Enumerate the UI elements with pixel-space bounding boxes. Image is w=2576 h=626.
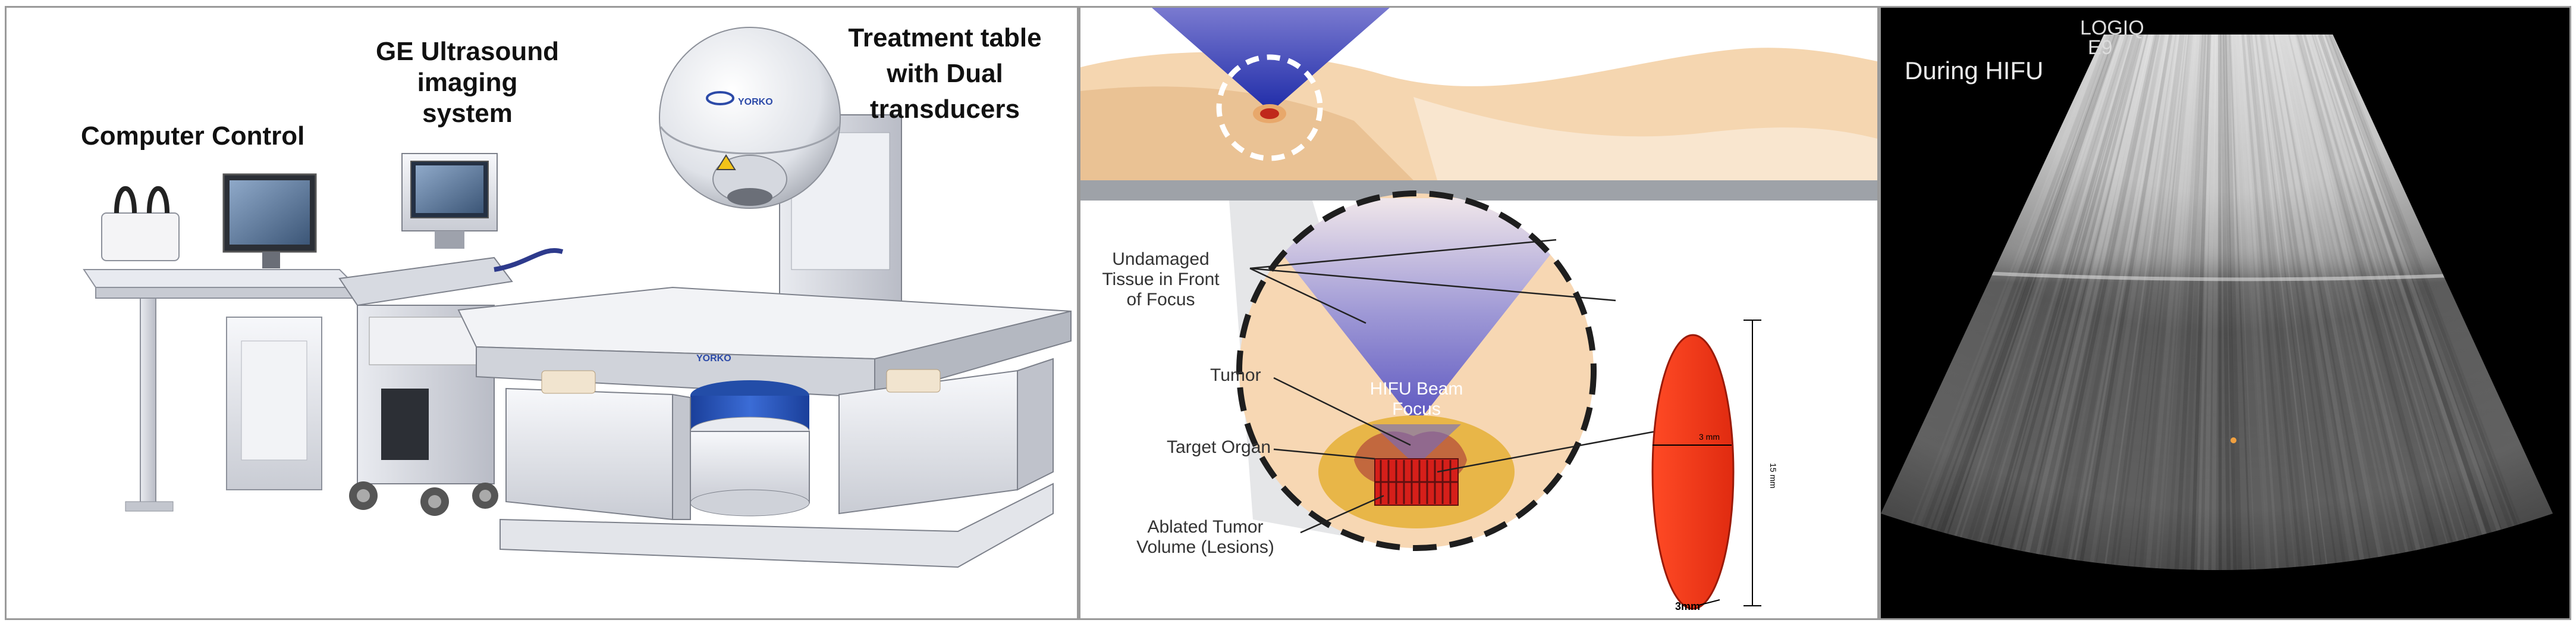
logiq-logo-line2: E9 [2088,36,2113,59]
label-tumor: Tumor [1210,365,1261,385]
ge-ultrasound-label-line2: imaging [417,68,518,97]
hifu-beam-diagram-panel: Undamaged Tissue in Front of Focus Tumor… [1079,6,1879,620]
ultrasound-cart [338,153,564,516]
during-hifu-caption: During HIFU [1905,57,2043,84]
ge-ultrasound-label-line3: system [422,99,513,128]
label-15mm-height: 15 mm [1768,463,1778,489]
treatment-table-label-line1: Treatment table [848,23,1041,52]
label-3mm-depth: 3mm [1675,600,1700,612]
ultrasound-fan [1881,35,2553,570]
leader-lines [1249,239,1679,534]
hifu-beam-diagram: Undamaged Tissue in Front of Focus Tumor… [1080,8,1877,612]
label-beam-focus-line2: Focus [1392,399,1441,419]
ablated-lesions [1374,458,1459,506]
ultrasound-scan: LOGIQ E9 During HIFU [1881,17,2553,570]
label-ablated-line1: Ablated Tumor [1147,517,1263,537]
ultrasound-image-panel: LOGIQ E9 During HIFU [1879,6,2571,620]
treatment-table-label-line3: transducers [870,95,1020,124]
transducer-gantry: YORKO [659,27,902,312]
zoom-circle-border [1236,190,1597,551]
treatment-table-label-line2: with Dual [886,59,1003,88]
logiq-logo-line1: LOGIQ [2080,17,2144,39]
computer-monitor [222,173,317,268]
label-3mm-width: 3 mm [1699,432,1720,442]
hifu-system-illustration: YORKO YORKO Computer Control GE Ultrasou [81,23,1072,568]
gantry-brand: YORKO [738,97,773,107]
ge-ultrasound-label-line1: GE Ultrasound [376,37,559,66]
yorko-logo-icon [706,91,734,105]
hifu-system-panel: YORKO YORKO Computer Control GE Ultrasou [5,6,1079,620]
table-brand: YORKO [696,353,731,364]
label-beam-focus-line1: HIFU Beam [1370,379,1463,399]
label-undamaged-line3: of Focus [1126,290,1195,309]
label-target-organ: Target Organ [1167,437,1271,457]
treatment-table: YORKO [457,286,1072,568]
label-ablated-line2: Volume (Lesions) [1136,537,1274,557]
computer-desk [83,173,359,512]
printer [101,186,180,261]
lesion-dimension-disc [1651,320,1761,610]
focus-zoom-circle [1216,54,1323,161]
label-undamaged-line2: Tissue in Front [1102,270,1220,289]
label-undamaged-line1: Undamaged [1112,249,1209,269]
focus-marker [2231,437,2236,443]
computer-control-label: Computer Control [81,121,304,151]
